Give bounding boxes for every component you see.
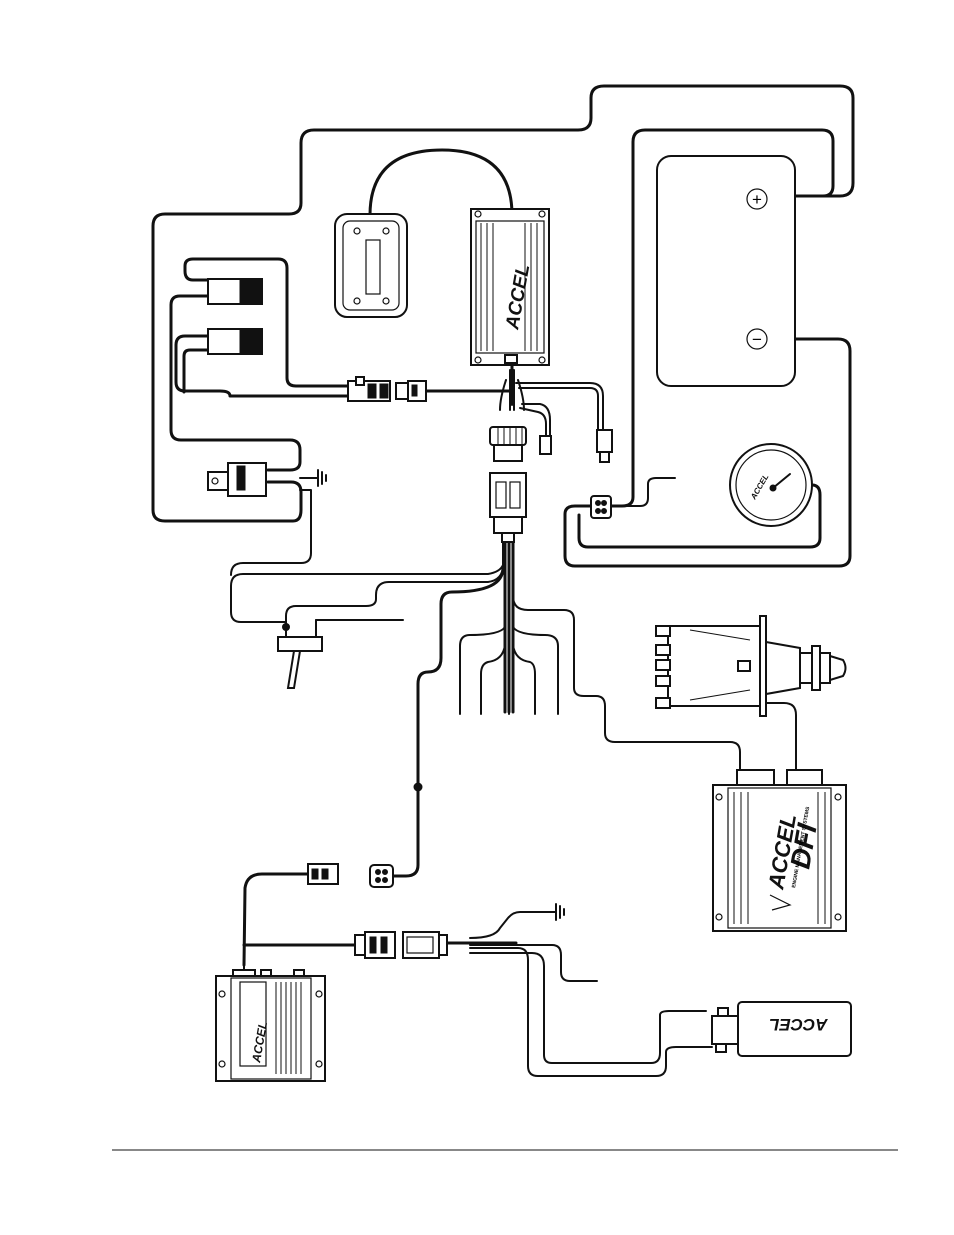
connector-pair-upper [348, 377, 426, 401]
harness-branch-right [516, 383, 603, 430]
dfi-ecu: ACCEL DFI ENGINE MANAGEMENT SYSTEMS [713, 770, 846, 931]
main-multipin-connector [490, 473, 526, 542]
relay-2-loop-b [184, 350, 210, 392]
battery-positive-symbol: + [752, 190, 762, 209]
relay-1-loop-b [171, 296, 300, 470]
sensor-wire [393, 568, 503, 876]
ground-symbol-icon [300, 470, 326, 486]
battery: + − [657, 156, 795, 386]
display-module [335, 214, 407, 317]
gauge-sender-wire [611, 478, 675, 506]
relay-3 [208, 463, 266, 496]
controller-module: ACCEL [471, 209, 549, 365]
ignition-box-harness-top [244, 874, 308, 965]
relay-2 [208, 329, 262, 354]
connector-lower-sensor [370, 865, 393, 887]
battery-negative-symbol: − [752, 330, 762, 349]
coil-logo: ACCEL [769, 1015, 829, 1034]
display-cable [370, 150, 512, 215]
ignition-coil: ACCEL [712, 1002, 851, 1056]
connector-pair-lower [355, 932, 447, 958]
gauge: ACCEL [730, 444, 812, 526]
connector-lower-left [308, 864, 338, 884]
ground-symbol-icon [550, 904, 564, 920]
distributor [656, 616, 846, 716]
relay-1 [208, 279, 262, 304]
splice-dot-icon [414, 783, 422, 791]
sender-connector [591, 496, 611, 518]
ignition-box: ACCEL [216, 970, 325, 1081]
